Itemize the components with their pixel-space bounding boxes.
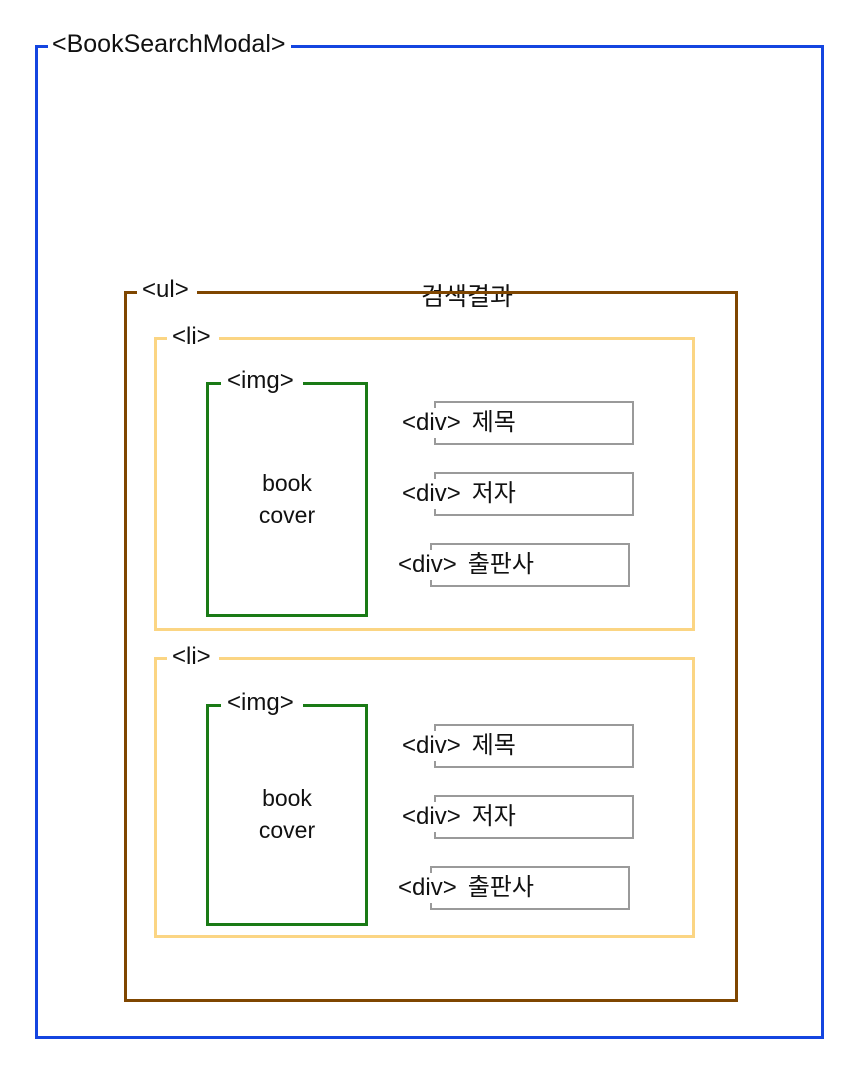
book-publisher-field-row: <div> 출판사 xyxy=(398,866,630,910)
book-title-value: 제목 xyxy=(471,732,516,759)
book-title-field-row: <div> 제목 xyxy=(402,724,634,768)
book-title-field-box xyxy=(434,724,634,768)
book-author-field-box xyxy=(434,472,634,516)
div-tag-label: <div> xyxy=(402,479,463,509)
book-cover-img-placeholder: <img> book cover xyxy=(206,369,368,617)
book-publisher-value: 출판사 xyxy=(467,874,534,901)
book-search-modal-label: <BookSearchModal> xyxy=(48,32,292,57)
book-title-field-row: <div> 제목 xyxy=(402,401,634,445)
book-cover-caption: book cover xyxy=(259,783,315,846)
book-publisher-field-row: <div> 출판사 xyxy=(398,543,630,587)
div-tag-label: <div> xyxy=(398,873,459,903)
book-author-value: 저자 xyxy=(471,803,516,830)
result-list-ul-container: <ul> xyxy=(124,278,738,1002)
book-author-field-row: <div> 저자 xyxy=(402,472,634,516)
search-results-heading: 검색결과 xyxy=(420,283,513,311)
book-title-value: 제목 xyxy=(471,409,516,436)
book-author-value: 저자 xyxy=(471,480,516,507)
img-tag-label: <img> xyxy=(221,691,303,715)
li-tag-label: <li> xyxy=(167,325,219,349)
div-tag-label: <div> xyxy=(402,408,463,438)
div-tag-label: <div> xyxy=(402,802,463,832)
book-author-field-box xyxy=(434,795,634,839)
div-tag-label: <div> xyxy=(398,550,459,580)
book-cover-caption-line2: cover xyxy=(258,501,316,528)
list-item[interactable]: <li> <img> book cover <div> 제목 <div> 저자 … xyxy=(154,325,695,631)
book-cover-caption-line2: cover xyxy=(258,817,316,843)
div-tag-label: <div> xyxy=(402,731,463,761)
book-publisher-value: 출판사 xyxy=(467,551,534,578)
book-cover-caption-line1: book xyxy=(262,785,312,812)
book-cover-caption-line1: book xyxy=(262,469,312,496)
book-title-field-box xyxy=(434,401,634,445)
li-tag-label: <li> xyxy=(167,645,219,669)
book-search-modal-container: <BookSearchModal> 검색결과 xyxy=(35,32,824,1039)
list-item[interactable]: <li> <img> book cover <div> 제목 <div> 저자 … xyxy=(154,645,695,938)
book-cover-img-placeholder: <img> book cover xyxy=(206,691,368,926)
book-author-field-row: <div> 저자 xyxy=(402,795,634,839)
book-cover-caption: book cover xyxy=(259,468,315,531)
ul-tag-label: <ul> xyxy=(137,278,197,302)
img-tag-label: <img> xyxy=(221,369,303,393)
